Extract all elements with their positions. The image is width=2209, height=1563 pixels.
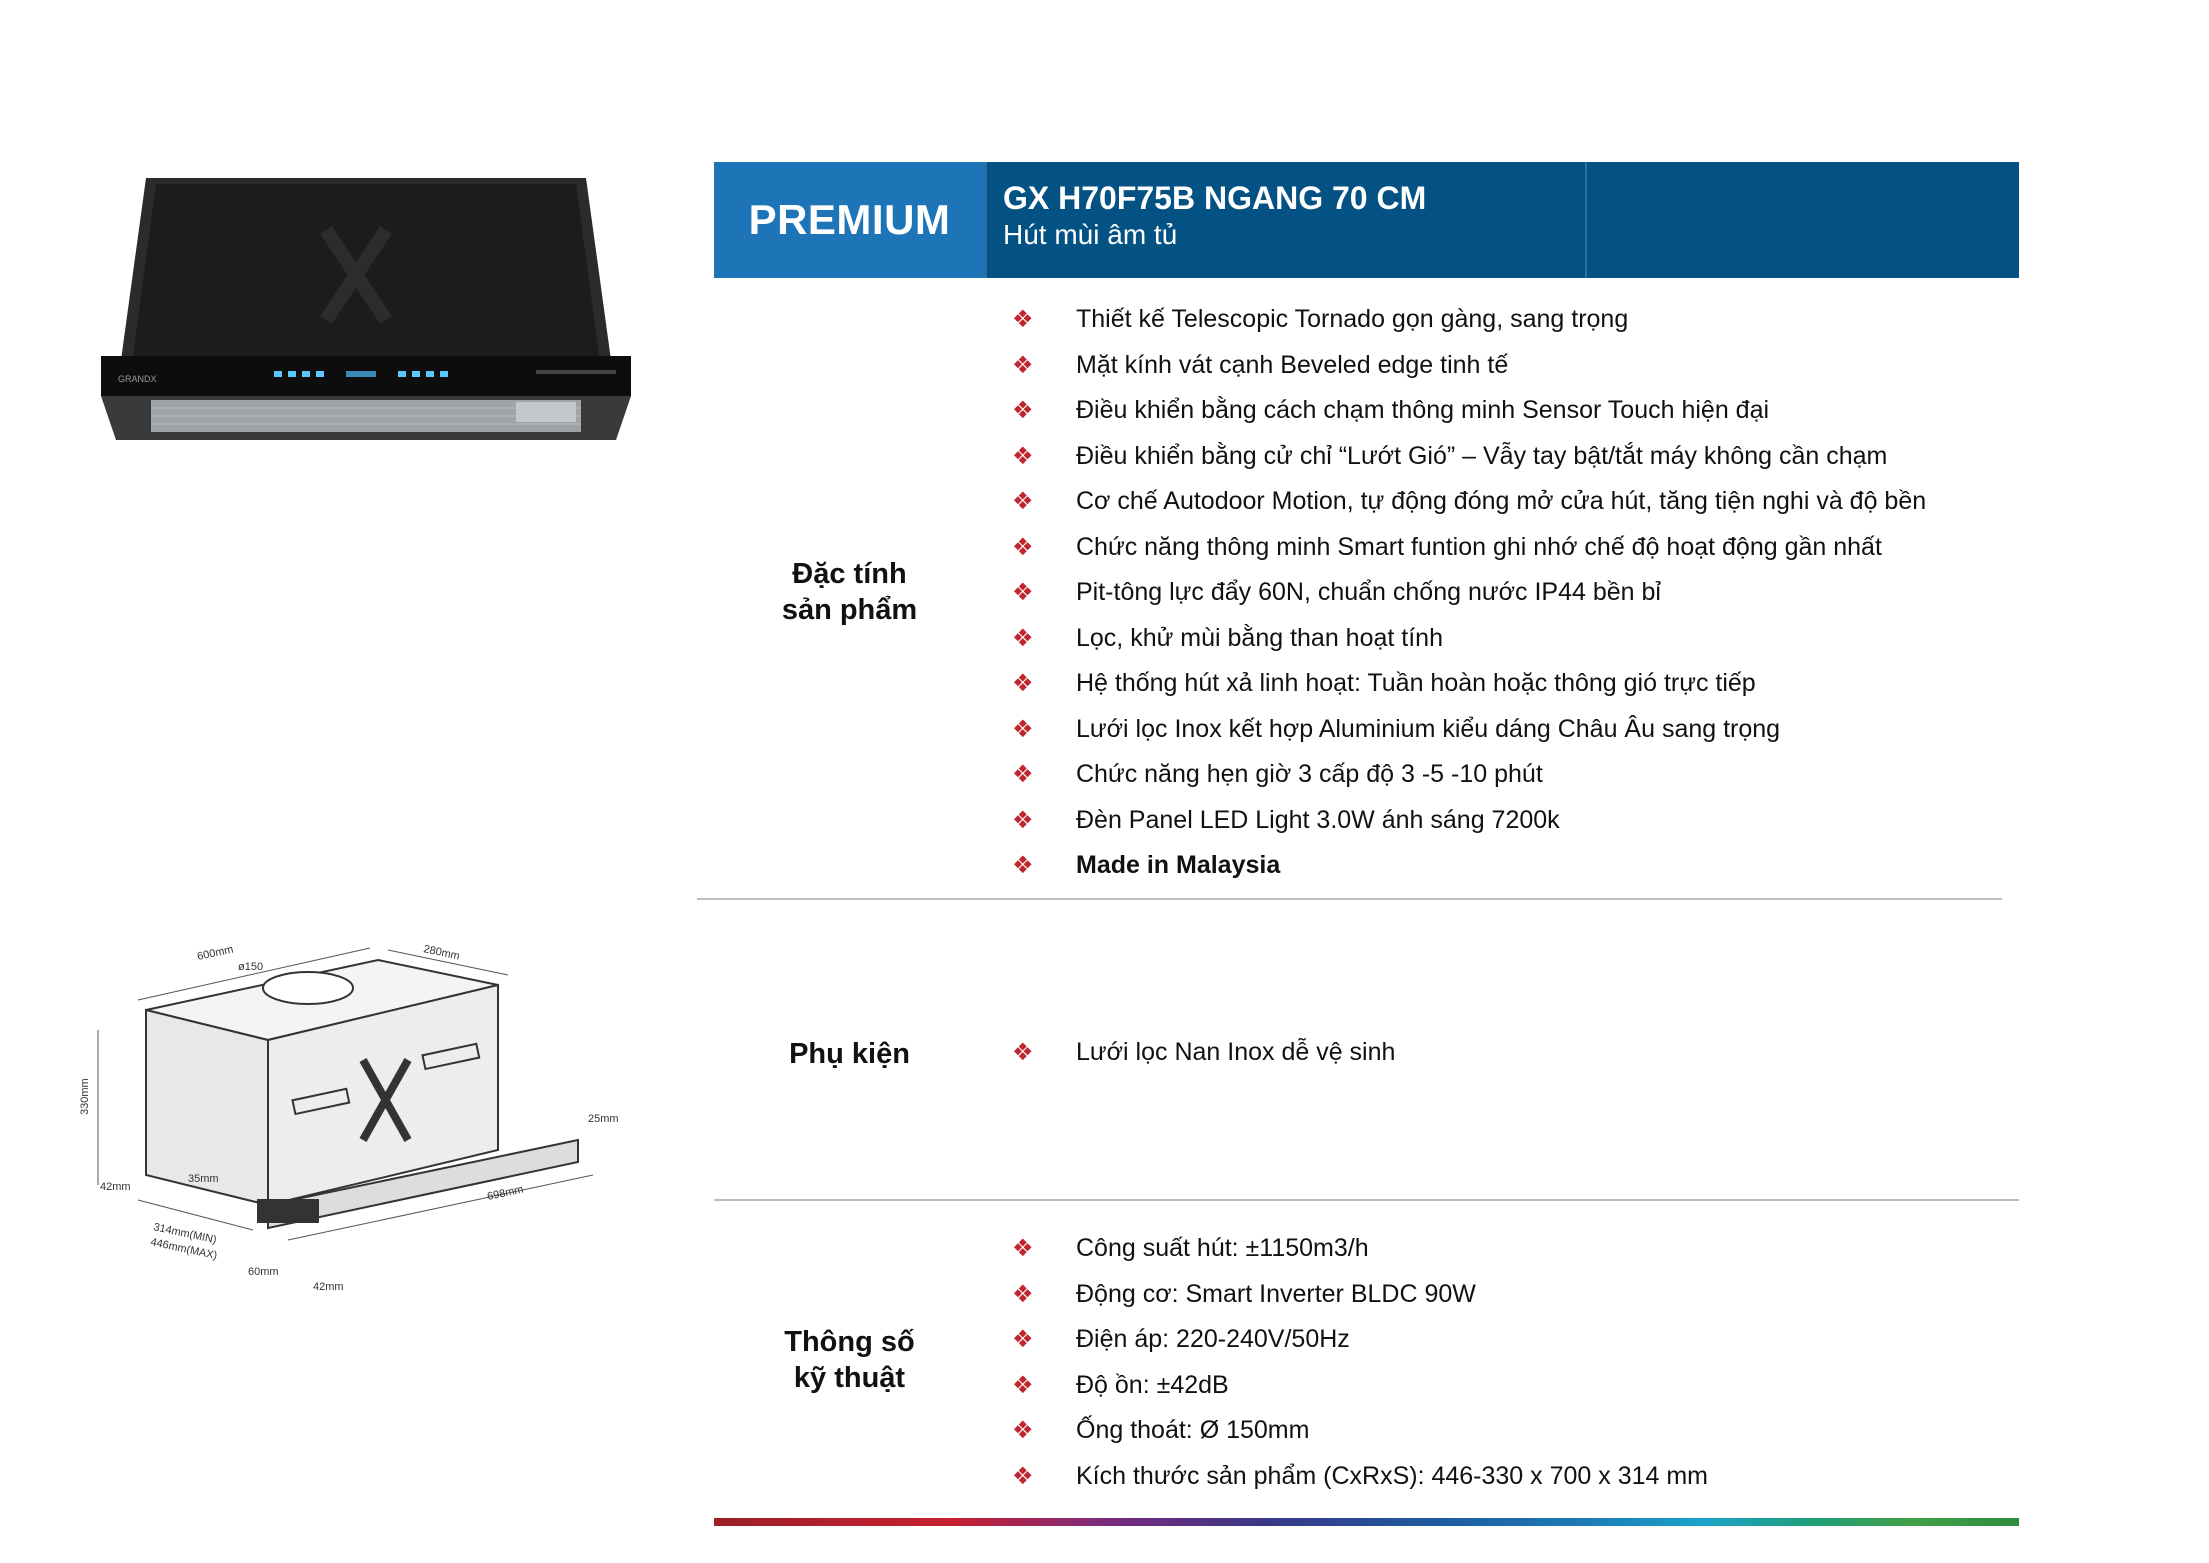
feature-text: Chức năng thông minh Smart funtion ghi n… — [1076, 532, 1882, 561]
feature-text: Hệ thống hút xả linh hoạt: Tuần hoàn hoặ… — [1076, 669, 1756, 698]
dim-label: 25mm — [588, 1113, 619, 1125]
feature-text: Mặt kính vát cạnh Beveled edge tinh tế — [1076, 350, 1509, 379]
list-item: ❖ Mặt kính vát cạnh Beveled edge tinh tế — [1010, 343, 1926, 389]
section-divider — [697, 898, 2002, 900]
model-title: GX H70F75B NGANG 70 CM — [1003, 180, 1427, 216]
list-item: ❖ Công suất hút: ±1150m3/h — [1010, 1226, 1708, 1272]
specs-list: ❖ Công suất hút: ±1150m3/h ❖ Động cơ: Smar… — [1010, 1226, 1708, 1499]
spec-text: Công suất hút: ±1150m3/h — [1076, 1234, 1369, 1263]
accessories-label: Phụ kiện — [789, 1038, 910, 1070]
bullet-icon: ❖ — [1012, 1326, 1034, 1354]
header-fill — [1585, 162, 2019, 278]
feature-text: Điều khiển bằng cử chỉ “Lướt Gió” – Vẫy … — [1076, 441, 1888, 470]
tier-badge: PREMIUM — [714, 162, 985, 278]
features-label-line2: sản phẩm — [781, 594, 918, 626]
bullet-icon: ❖ — [1012, 306, 1034, 334]
specs-label-line1: Thông số — [784, 1326, 915, 1358]
bullet-icon: ❖ — [1012, 715, 1034, 743]
bullet-icon: ❖ — [1012, 351, 1034, 379]
bullet-icon: ❖ — [1012, 533, 1034, 561]
bullet-icon: ❖ — [1012, 442, 1034, 470]
bullet-icon: ❖ — [1012, 1371, 1034, 1399]
list-item: ❖ Hệ thống hút xả linh hoạt: Tuần hoàn ho… — [1010, 661, 1926, 707]
list-item: ❖ Made in Malaysia — [1010, 843, 1926, 889]
bullet-icon: ❖ — [1012, 1235, 1034, 1263]
specs-label: Thông số kỹ thuật — [714, 1324, 985, 1396]
features-label-line1: Đặc tính — [792, 558, 907, 590]
dim-label: 330mm — [79, 1078, 91, 1115]
dim-label: 698mm — [486, 1184, 524, 1203]
dimension-diagram: 600mm 280mm ø150 330mm 42mm 35mm 25mm 69… — [79, 943, 619, 1293]
dim-label: ø150 — [238, 961, 263, 973]
list-item: ❖ Đèn Panel LED Light 3.0W ánh sáng 7200k — [1010, 798, 1926, 844]
bullet-icon: ❖ — [1012, 670, 1034, 698]
spec-text: Động cơ: Smart Inverter BLDC 90W — [1076, 1279, 1476, 1308]
dim-label: 42mm — [100, 1181, 131, 1193]
section-divider — [714, 1199, 2019, 1201]
product-header: PREMIUM GX H70F75B NGANG 70 CM Hút mùi â… — [714, 162, 2019, 278]
list-item: ❖ Lọc, khử mùi bằng than hoạt tính — [1010, 616, 1926, 662]
feature-text: Cơ chế Autodoor Motion, tự động đóng mở … — [1076, 487, 1927, 516]
list-item: ❖ Điện áp: 220-240V/50Hz — [1010, 1317, 1708, 1363]
feature-text: Lọc, khử mùi bằng than hoạt tính — [1076, 623, 1443, 652]
list-item: ❖ Pit-tông lực đẩy 60N, chuẩn chống nước … — [1010, 570, 1926, 616]
spec-text: Độ ồn: ±42dB — [1076, 1370, 1229, 1399]
bullet-icon: ❖ — [1012, 806, 1034, 834]
bullet-icon: ❖ — [1012, 397, 1034, 425]
feature-text: Chức năng hẹn giờ 3 cấp độ 3 -5 -10 phút — [1076, 760, 1543, 789]
feature-text: Lưới lọc Inox kết hợp Aluminium kiểu dán… — [1076, 714, 1781, 743]
list-item: ❖ Chức năng hẹn giờ 3 cấp độ 3 -5 -10 phú… — [1010, 752, 1926, 798]
bullet-icon: ❖ — [1012, 1280, 1034, 1308]
spec-text: Ống thoát: Ø 150mm — [1076, 1416, 1310, 1445]
feature-text: Thiết kế Telescopic Tornado gọn gàng, sa… — [1076, 305, 1629, 334]
list-item: ❖ Chức năng thông minh Smart funtion ghi … — [1010, 525, 1926, 571]
feature-text: Made in Malaysia — [1076, 851, 1281, 880]
list-item: ❖ Ống thoát: Ø 150mm — [1010, 1408, 1708, 1454]
dim-label: 60mm — [248, 1266, 279, 1278]
bullet-icon: ❖ — [1012, 761, 1034, 789]
bullet-icon: ❖ — [1012, 852, 1034, 880]
feature-text: Điều khiển bằng cách chạm thông minh Sen… — [1076, 396, 1770, 425]
bullet-icon: ❖ — [1012, 1417, 1034, 1445]
product-subtitle: Hút mùi âm tủ — [1003, 219, 1178, 250]
feature-text: Pit-tông lực đẩy 60N, chuẩn chống nước I… — [1076, 578, 1661, 607]
dim-label: 42mm — [313, 1281, 344, 1293]
bullet-icon: ❖ — [1012, 624, 1034, 652]
list-item: ❖ Động cơ: Smart Inverter BLDC 90W — [1010, 1272, 1708, 1318]
spec-text: Điện áp: 220-240V/50Hz — [1076, 1325, 1350, 1354]
accessories-list: ❖ Lưới lọc Nan Inox dễ vệ sinh — [1010, 1030, 1395, 1076]
list-item: ❖ Thiết kế Telescopic Tornado gọn gàng, s… — [1010, 297, 1926, 343]
list-item: ❖ Kích thước sản phẩm (CxRxS): 446-330 x … — [1010, 1454, 1708, 1500]
footer-color-bar — [714, 1518, 2019, 1526]
list-item: ❖ Điều khiển bằng cách chạm thông minh Se… — [1010, 388, 1926, 434]
title-block: GX H70F75B NGANG 70 CM Hút mùi âm tủ — [985, 162, 1585, 278]
list-item: ❖ Lưới lọc Nan Inox dễ vệ sinh — [1010, 1030, 1395, 1076]
accessory-text: Lưới lọc Nan Inox dễ vệ sinh — [1076, 1038, 1396, 1067]
feature-text: Đèn Panel LED Light 3.0W ánh sáng 7200k — [1076, 805, 1560, 834]
specs-label-line2: kỹ thuật — [793, 1362, 906, 1394]
spec-text: Kích thước sản phẩm (CxRxS): 446-330 x 7… — [1076, 1461, 1709, 1490]
dim-label: 600mm — [196, 944, 234, 963]
dim-label: 35mm — [188, 1173, 219, 1185]
list-item: ❖ Độ ồn: ±42dB — [1010, 1363, 1708, 1409]
bullet-icon: ❖ — [1012, 1462, 1034, 1490]
features-label: Đặc tính sản phẩm — [714, 556, 985, 628]
bullet-icon: ❖ — [1012, 1039, 1034, 1067]
bullet-icon: ❖ — [1012, 488, 1034, 516]
brand-mark: GRANDX — [118, 374, 157, 384]
list-item: ❖ Cơ chế Autodoor Motion, tự động đóng mở… — [1010, 479, 1926, 525]
list-item: ❖ Lưới lọc Inox kết hợp Aluminium kiểu dá… — [1010, 707, 1926, 753]
dim-label: 280mm — [422, 943, 460, 962]
list-item: ❖ Điều khiển bằng cử chỉ “Lướt Gió” – Vẫy… — [1010, 434, 1926, 480]
bullet-icon: ❖ — [1012, 579, 1034, 607]
features-list: ❖ Thiết kế Telescopic Tornado gọn gàng, s… — [1010, 297, 1926, 889]
range-hood-product-photo: GRANDX — [101, 178, 631, 440]
